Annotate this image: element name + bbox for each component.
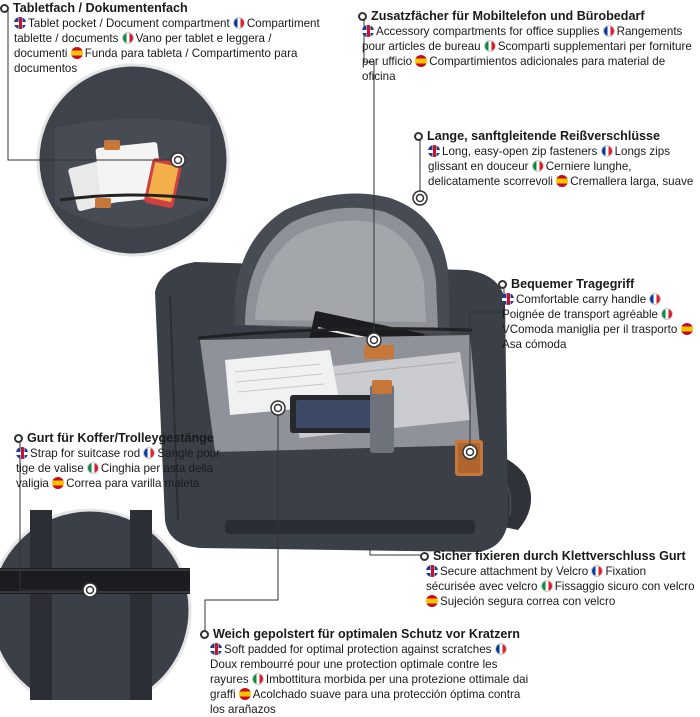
flag-fr-icon: [649, 293, 662, 305]
flag-es-icon: [556, 175, 569, 187]
flag-es-icon: [52, 477, 65, 489]
callout-title: Sicher fixieren durch Klettverschluss Gu…: [433, 549, 686, 563]
bullet-icon: [420, 551, 429, 561]
flag-es-icon: [415, 55, 428, 67]
target-markers: [82, 152, 478, 598]
flag-fr-icon: [143, 447, 156, 459]
flag-it-icon: [540, 580, 553, 592]
callout-title: Bequemer Tragegriff: [511, 277, 635, 291]
callout-title: Gurt für Koffer/Trolleygestänge: [27, 431, 214, 445]
bullet-icon: [0, 3, 9, 13]
flag-it-icon: [121, 32, 134, 44]
flag-uk-icon: [428, 145, 440, 157]
flag-it-icon: [661, 308, 674, 320]
trolley-strap-inset: [0, 508, 192, 700]
callout-velcro: Sicher fixieren durch Klettverschluss Gu…: [420, 548, 698, 609]
product-illustration: [0, 8, 532, 700]
flag-it-icon: [86, 462, 99, 474]
callout-padded: Weich gepolstert für optimalen Schutz vo…: [200, 626, 530, 717]
flag-uk-icon: [502, 293, 514, 305]
flag-fr-icon: [232, 17, 245, 29]
flag-uk-icon: [426, 565, 438, 577]
flag-fr-icon: [602, 25, 615, 37]
tablet-pocket-inset: [36, 63, 230, 257]
flag-it-icon: [531, 160, 544, 172]
bullet-icon: [498, 279, 507, 289]
callout-title: Lange, sanftgleitende Reißverschlüsse: [427, 129, 661, 143]
flag-uk-icon: [14, 17, 26, 29]
flag-uk-icon: [362, 25, 374, 37]
flag-it-icon: [251, 673, 264, 685]
flag-es-icon: [70, 47, 83, 59]
flag-fr-icon: [591, 565, 604, 577]
callout-trolley: Gurt für Koffer/Trolleygestänge Strap fo…: [14, 431, 220, 490]
bullet-icon: [358, 11, 367, 21]
flag-uk-icon: [210, 643, 222, 655]
leader-lines: [7, 8, 505, 632]
callout-accessory: Zusatzfächer für Mobiltelefon und Bürobe…: [358, 8, 698, 84]
callout-title: Weich gepolstert für optimalen Schutz vo…: [213, 627, 520, 641]
callout-title: Zusatzfächer für Mobiltelefon und Bürobe…: [371, 9, 645, 23]
callout-tablet: Tabletfach / Dokumentenfach Tablet pocke…: [0, 0, 320, 76]
bullet-icon: [414, 131, 423, 141]
callout-title: Tabletfach / Dokumentenfach: [13, 1, 188, 15]
flag-fr-icon: [600, 145, 613, 157]
flag-es-icon: [426, 595, 438, 607]
callout-handle: Bequemer Tragegriff Comfortable carry ha…: [498, 276, 698, 352]
bullet-icon: [200, 629, 209, 639]
callout-zipper: Lange, sanftgleitende Reißverschlüsse Lo…: [414, 128, 698, 189]
flag-es-icon: [680, 323, 693, 335]
flag-fr-icon: [494, 643, 507, 655]
flag-es-icon: [238, 688, 251, 700]
bullet-icon: [14, 433, 23, 443]
flag-it-icon: [483, 40, 496, 52]
backpack-main: [155, 193, 532, 552]
flag-uk-icon: [16, 447, 28, 459]
